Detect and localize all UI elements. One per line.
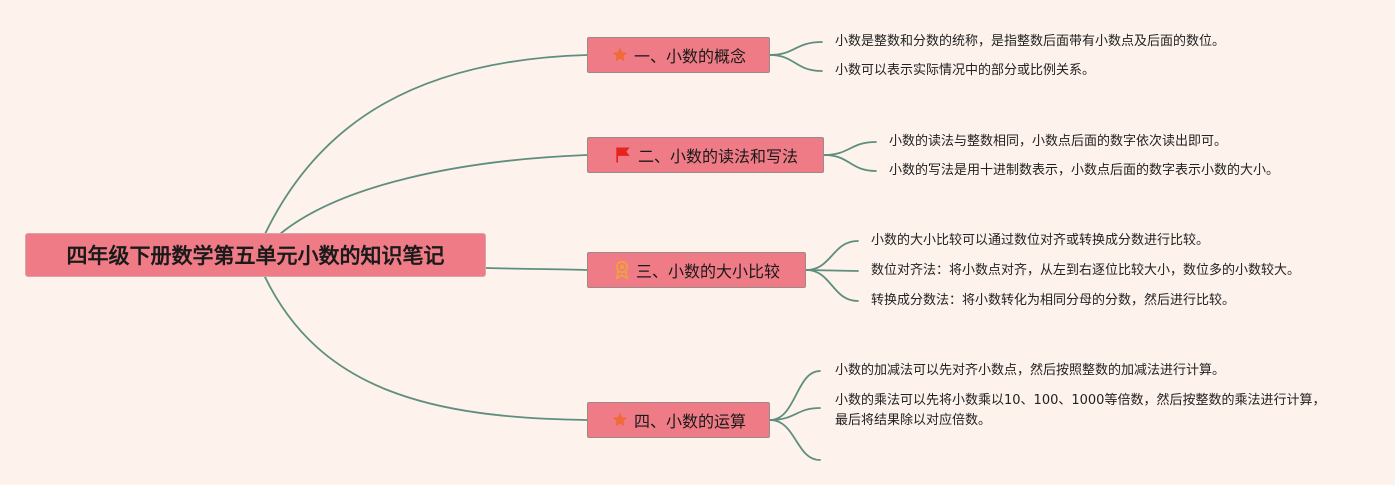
connector-root-topic-1 xyxy=(264,54,588,235)
connector-topic-3-leaf-3 xyxy=(805,269,859,302)
leaf-item: 小数的加减法可以先对齐小数点，然后按照整数的加减法进行计算。 xyxy=(835,363,1226,378)
leaf-item: 小数的大小比较可以通过数位对齐或转换成分数进行比较。 xyxy=(871,233,1210,248)
connector-topic-2-leaf-2 xyxy=(823,154,877,172)
connector-topic-4-leaf-1 xyxy=(769,370,821,421)
connector-topic-1-leaf-2 xyxy=(769,54,823,72)
connector-topic-4-leaf-2 xyxy=(769,407,821,421)
connector-topic-1-leaf-1 xyxy=(769,41,823,56)
leaf-item: 转换成分数法：将小数转化为相同分母的分数，然后进行比较。 xyxy=(871,293,1236,308)
topic-reading-writing[interactable]: 二、小数的读法和写法 xyxy=(587,137,824,173)
connector-topic-3-leaf-1 xyxy=(805,240,859,271)
leaf-item: 小数可以表示实际情况中的部分或比例关系。 xyxy=(835,63,1096,78)
connector-topic-2-leaf-1 xyxy=(823,141,877,156)
leaf-item: 小数的乘法可以先将小数乘以10、100、1000等倍数，然后按整数的乘法进行计算… xyxy=(835,393,1326,428)
topic-operations[interactable]: 四、小数的运算 xyxy=(587,402,770,438)
root-topic[interactable]: 四年级下册数学第五单元小数的知识笔记 xyxy=(25,233,486,277)
connector-root-topic-4 xyxy=(264,276,588,421)
leaf-item: 数位对齐法：将小数点对齐，从左到右逐位比较大小，数位多的小数较大。 xyxy=(871,263,1301,278)
topic-comparison[interactable]: 三、小数的大小比较 xyxy=(587,252,806,288)
leaf-item: 小数的写法是用十进制数表示，小数点后面的数字表示小数的大小。 xyxy=(889,163,1280,178)
leaf-item: 小数是整数和分数的统称，是指整数后面带有小数点及后面的数位。 xyxy=(835,34,1226,49)
topic-label: 四、小数的运算 xyxy=(633,412,746,431)
connector-topic-3-leaf-2 xyxy=(805,269,859,272)
leaf-item: 小数的读法与整数相同，小数点后面的数字依次读出即可。 xyxy=(889,134,1228,149)
connector-topic-4-leaf-3 xyxy=(769,419,821,461)
topic-label: 二、小数的读法和写法 xyxy=(637,147,798,166)
star-icon xyxy=(611,411,629,429)
star-icon xyxy=(611,46,629,64)
flag-icon xyxy=(613,145,633,165)
connector-root-topic-2 xyxy=(279,154,588,235)
topic-concept[interactable]: 一、小数的概念 xyxy=(587,37,770,73)
topic-label: 三、小数的大小比较 xyxy=(635,262,780,281)
root-title: 四年级下册数学第五单元小数的知识笔记 xyxy=(66,244,445,268)
connector-root-topic-3 xyxy=(485,267,588,271)
topic-label: 一、小数的概念 xyxy=(633,47,746,66)
award-icon xyxy=(613,260,631,280)
